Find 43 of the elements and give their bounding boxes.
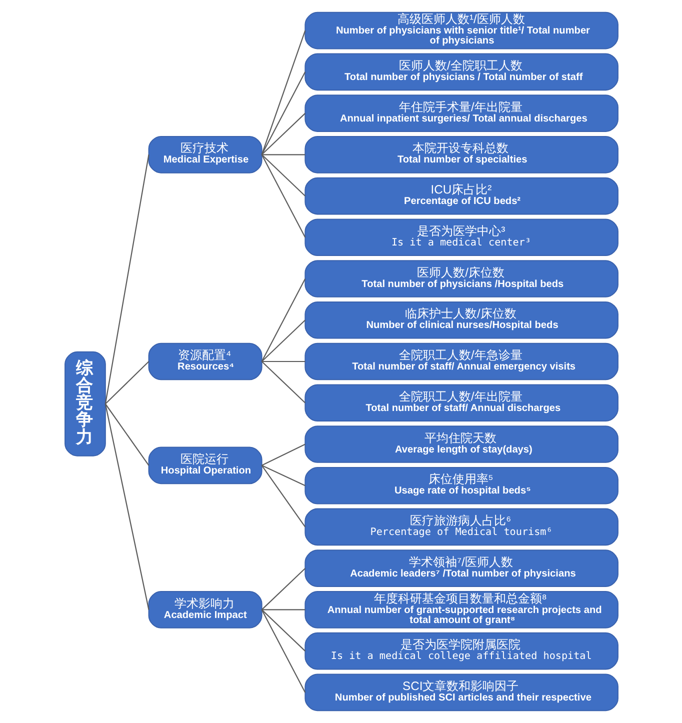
node-box: 医疗技术 Medical Expertise — [148, 136, 262, 174]
connector — [261, 360, 305, 362]
node-box: 医疗旅游病人占比⁶ Percentage of Medical tourism⁶ — [304, 508, 618, 546]
node-box: 是否为医学院附属医院 Is it a medical college affiliated hospital — [304, 632, 618, 670]
node-box: 全院职工人数/年出院量 Total number of staff/ Annual discharges — [304, 384, 618, 422]
node-box: 临床护士人数/床位数 Number of clinical nurses/Hospital beds — [304, 301, 618, 339]
node-box: 本院开设专科总数 Total number of specialties — [304, 136, 618, 174]
connector — [260, 154, 306, 238]
connector — [260, 30, 306, 155]
connector — [260, 609, 306, 652]
connector — [104, 404, 149, 466]
node-box: 综合竞争力 — [64, 351, 106, 456]
connector — [261, 609, 305, 610]
connector — [260, 154, 306, 196]
node-box: 学术领袖⁷/医师人数 Academic leaders⁷ /Total number of physicians — [304, 550, 618, 587]
connector — [260, 609, 306, 693]
node-box: 全院职工人数/年急诊量 Total number of staff/ Annual emergency visits — [304, 342, 618, 380]
node-box: 年住院手术量/年出院量 Annual inpatient surgeries/ Total annual discharges — [304, 94, 618, 132]
connector — [260, 278, 306, 362]
connector — [260, 361, 306, 404]
connector — [260, 320, 306, 362]
connector — [260, 112, 306, 156]
node-box: SCI文章数和影响因子 Number of published SCI articles and their respective — [304, 674, 618, 712]
connector — [104, 404, 149, 610]
node-box: 医师人数/全院职工人数 Total number of physicians / Total number of staff — [304, 53, 618, 91]
connector — [260, 465, 306, 528]
node-box: 医师人数/床位数 Total number of physicians /Hospital beds — [304, 260, 618, 298]
connector — [260, 568, 306, 610]
connector — [261, 444, 305, 466]
node-box: 床位使用率⁵ Usage rate of hospital beds⁵ — [304, 466, 618, 504]
connector — [104, 154, 149, 404]
node-box: 学术影响力 Academic Impact — [148, 591, 262, 628]
connector — [260, 72, 306, 155]
node-box: 年度科研基金项目数量和总金额⁸ Annual number of grant-supported research projects and total amount of grant⁸ — [304, 591, 618, 628]
connector — [261, 464, 305, 486]
node-box: 资源配置⁴ Resources⁴ — [148, 342, 262, 380]
node-box: ICU床占比² Percentage of ICU beds² — [304, 177, 618, 215]
node-box: 平均住院天数 Average length of stay(days) — [304, 426, 618, 463]
connector — [104, 361, 149, 404]
connector — [261, 154, 305, 156]
node-box: 医院运行 Hospital Operation — [148, 446, 262, 484]
node-box: 高级医师人数¹/医师人数 Number of physicians with senior title¹/ Total number of physicians — [304, 12, 618, 50]
node-box: 是否为医学中心³ Is it a medical center³ — [304, 218, 618, 256]
